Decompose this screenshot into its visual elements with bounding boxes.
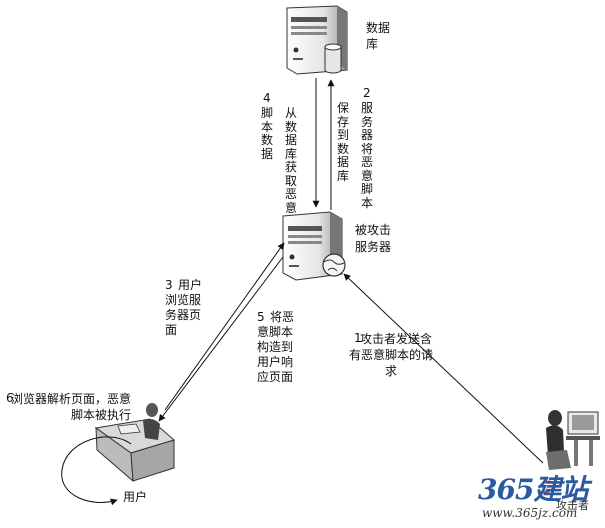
watermark-brand: 365建站 — [478, 473, 588, 506]
self-loop-arrow — [61, 436, 132, 506]
step5-number: 5 — [257, 310, 265, 324]
step2-text-col2: 保存到数据库 — [336, 101, 349, 183]
step6-number: 6 — [6, 391, 14, 405]
step1-number: 1 — [354, 331, 362, 345]
user-label: 用户 — [123, 490, 148, 504]
arrow-step1 — [343, 273, 544, 464]
attacker-figure-icon — [546, 410, 600, 470]
step5-text: 将恶意脚本构造到用户响应页面 — [257, 310, 295, 384]
step1-text: 攻击者发送含有恶意脚本的请求 — [349, 332, 434, 378]
step2-text-col1: 服务器将恶意脚本 — [360, 101, 373, 210]
user-figure-icon — [94, 403, 176, 483]
step2-number: 2 — [363, 86, 371, 100]
arrow-step3 — [164, 242, 285, 411]
step3-text: 用户浏览服务器页面 — [165, 278, 203, 337]
watermark-swoosh — [539, 480, 558, 494]
step4-text-col1: 从数据库获取恶意 — [284, 106, 297, 215]
attacker-label: 攻击者 — [556, 499, 589, 512]
step6-text: 浏览器解析页面，恶意脚本被执行 — [10, 392, 131, 422]
step4-text-col2: 脚本数据 — [260, 106, 273, 161]
step4-number: 4 — [263, 91, 271, 105]
globe-icon — [322, 253, 346, 277]
database-cylinder-icon — [324, 43, 342, 74]
database-label: 数据库 — [366, 21, 391, 51]
server-label: 被攻击服务器 — [355, 223, 392, 254]
watermark-url: www.365jz.com — [482, 506, 578, 520]
arrow-step5 — [158, 256, 284, 422]
step3-number: 3 — [165, 278, 173, 292]
